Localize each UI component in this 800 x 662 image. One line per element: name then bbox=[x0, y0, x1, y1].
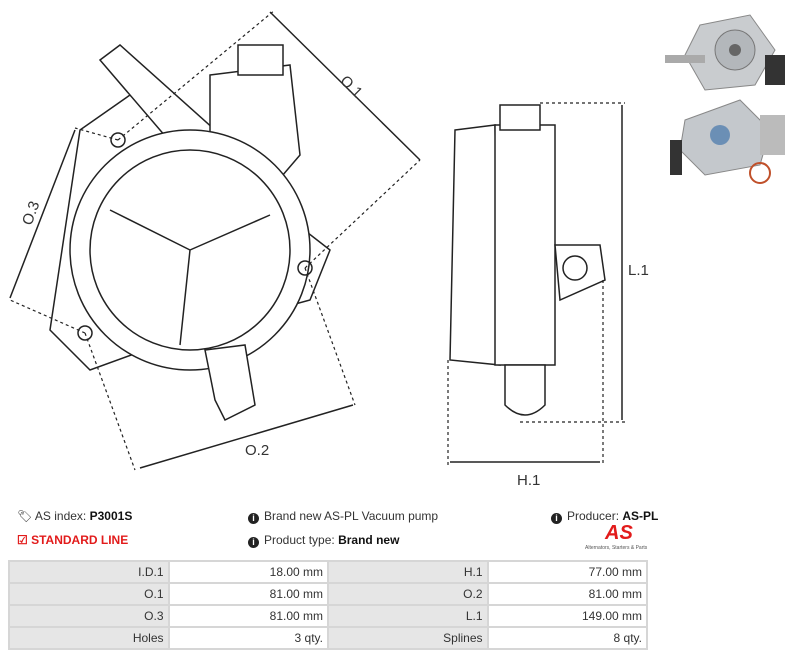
spec-label: I.D.1 bbox=[8, 560, 170, 584]
spec-label: L.1 bbox=[327, 604, 489, 628]
spec-value: 77.00 mm bbox=[486, 560, 648, 584]
as-index: 🏷 AS index: P3001S bbox=[17, 509, 133, 523]
checkbox-icon: ☑ bbox=[17, 533, 28, 547]
spec-label: H.1 bbox=[327, 560, 489, 584]
spec-value: 81.00 mm bbox=[167, 604, 329, 628]
label-l1: L.1 bbox=[628, 262, 649, 279]
as-index-value: P3001S bbox=[89, 509, 133, 523]
product-photo-back[interactable] bbox=[660, 95, 790, 190]
as-pl-logo: AS Alternators, Starters & Parts bbox=[585, 522, 648, 551]
label-o2: O.2 bbox=[245, 442, 269, 459]
spec-label: Splines bbox=[327, 626, 489, 650]
spec-value: 18.00 mm bbox=[167, 560, 329, 584]
side-view bbox=[447, 102, 625, 465]
spec-value: 149.00 mm bbox=[486, 604, 648, 628]
info-icon: i bbox=[551, 513, 562, 524]
spec-value: 8 qty. bbox=[486, 626, 648, 650]
spec-value: 81.00 mm bbox=[486, 582, 648, 606]
spec-value: 3 qty. bbox=[167, 626, 329, 650]
standard-line-badge: ☑ STANDARD LINE bbox=[17, 533, 129, 547]
label-o1: O.1 bbox=[337, 72, 366, 101]
product-photo-front[interactable] bbox=[660, 10, 790, 95]
front-view bbox=[9, 9, 421, 471]
label-h1: H.1 bbox=[517, 472, 540, 489]
info-icon: i bbox=[248, 513, 259, 524]
spec-value: 81.00 mm bbox=[167, 582, 329, 606]
spec-label: Holes bbox=[8, 626, 170, 650]
spec-label: O.3 bbox=[8, 604, 170, 628]
tags-icon: 🏷 bbox=[17, 509, 33, 523]
technical-drawing: O.1 O.2 O.3 H.1 L.1 bbox=[9, 9, 649, 489]
info-icon: i bbox=[248, 537, 259, 548]
spec-label: O.1 bbox=[8, 582, 170, 606]
spec-label: O.2 bbox=[327, 582, 489, 606]
